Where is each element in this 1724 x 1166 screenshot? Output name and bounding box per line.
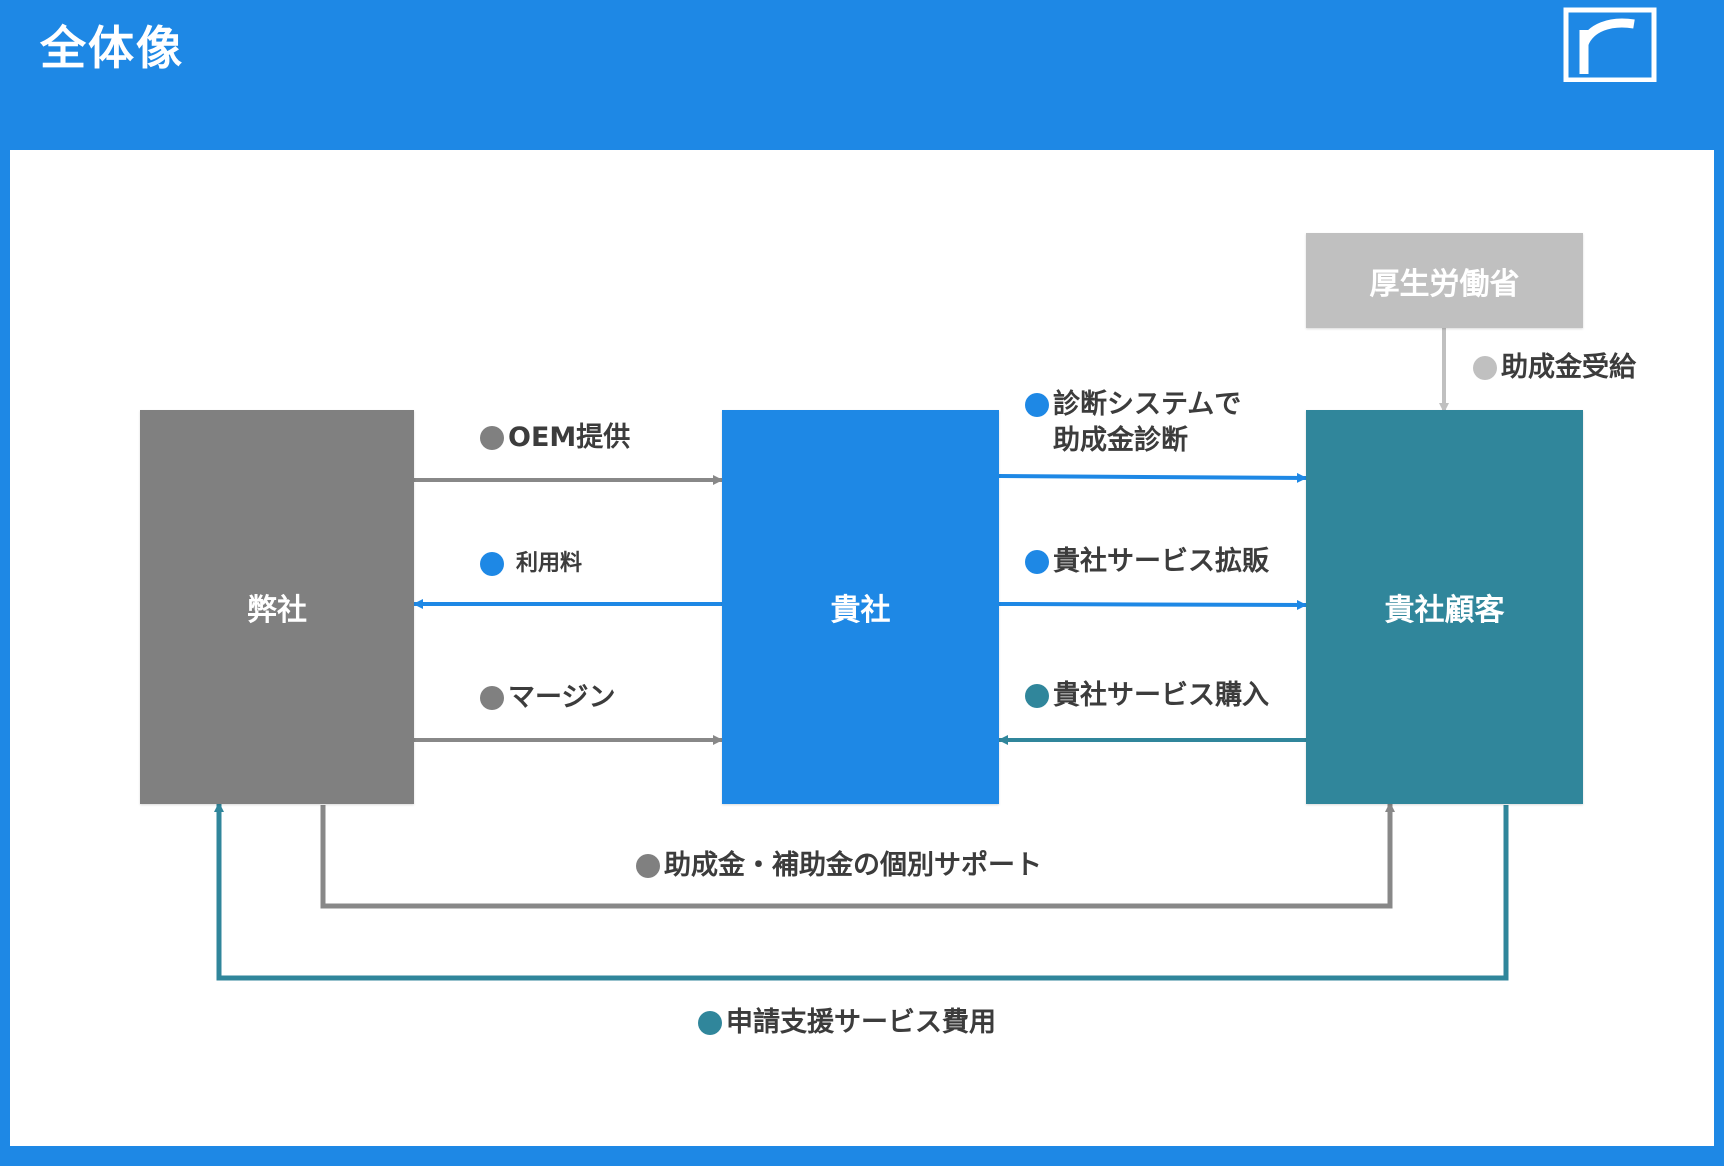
bullet-blue-icon: [480, 552, 504, 576]
arrow-application-fee: [214, 802, 1509, 981]
edge-label-usage-fee: 利用料: [480, 546, 582, 582]
node-heisha: 弊社: [140, 410, 414, 804]
edge-label-diagnosis: 診断システムで 助成金診断: [1025, 387, 1241, 459]
node-mhlw: 厚生労働省: [1306, 233, 1583, 328]
edge-label-individual-support: 助成金・補助金の個別サポート: [636, 848, 1042, 884]
node-kisha-label: 貴社: [830, 593, 891, 628]
edge-label-subsidy-receipt: 助成金受給: [1473, 350, 1636, 386]
edge-label-application-fee: 申請支援サービス費用: [698, 1005, 996, 1041]
node-mhlw-label: 厚生労働省: [1369, 266, 1520, 302]
edge-label-margin: マージン: [480, 680, 615, 716]
arrow-individual-support: [320, 802, 1395, 909]
bullet-blue-icon: [1025, 393, 1049, 417]
node-heisha-label: 弊社: [247, 593, 307, 628]
bullet-gray-icon: [480, 426, 504, 450]
arrow-sales-expansion: [998, 599, 1307, 610]
node-kisha: 貴社: [722, 410, 999, 804]
edge-label-purchase: 貴社サービス購入: [1025, 678, 1269, 714]
page-title: 全体像: [40, 21, 184, 75]
bullet-blue-icon: [1025, 550, 1049, 574]
bullet-teal-icon: [698, 1011, 722, 1035]
edge-label-oem: OEM提供: [480, 420, 630, 456]
bullet-light-gray-icon: [1473, 356, 1497, 380]
arrow-diagnosis: [998, 472, 1307, 483]
bullet-gray-icon: [480, 686, 504, 710]
node-kisha-customer-label: 貴社顧客: [1384, 593, 1505, 628]
node-kisha-customer: 貴社顧客: [1306, 410, 1583, 804]
bullet-teal-icon: [1025, 684, 1049, 708]
r-logo-icon: [1563, 7, 1657, 82]
bullet-gray-icon: [636, 854, 660, 878]
edge-label-sales-expansion: 貴社サービス拡販: [1025, 544, 1269, 580]
header-bar: 全体像: [0, 0, 1724, 150]
